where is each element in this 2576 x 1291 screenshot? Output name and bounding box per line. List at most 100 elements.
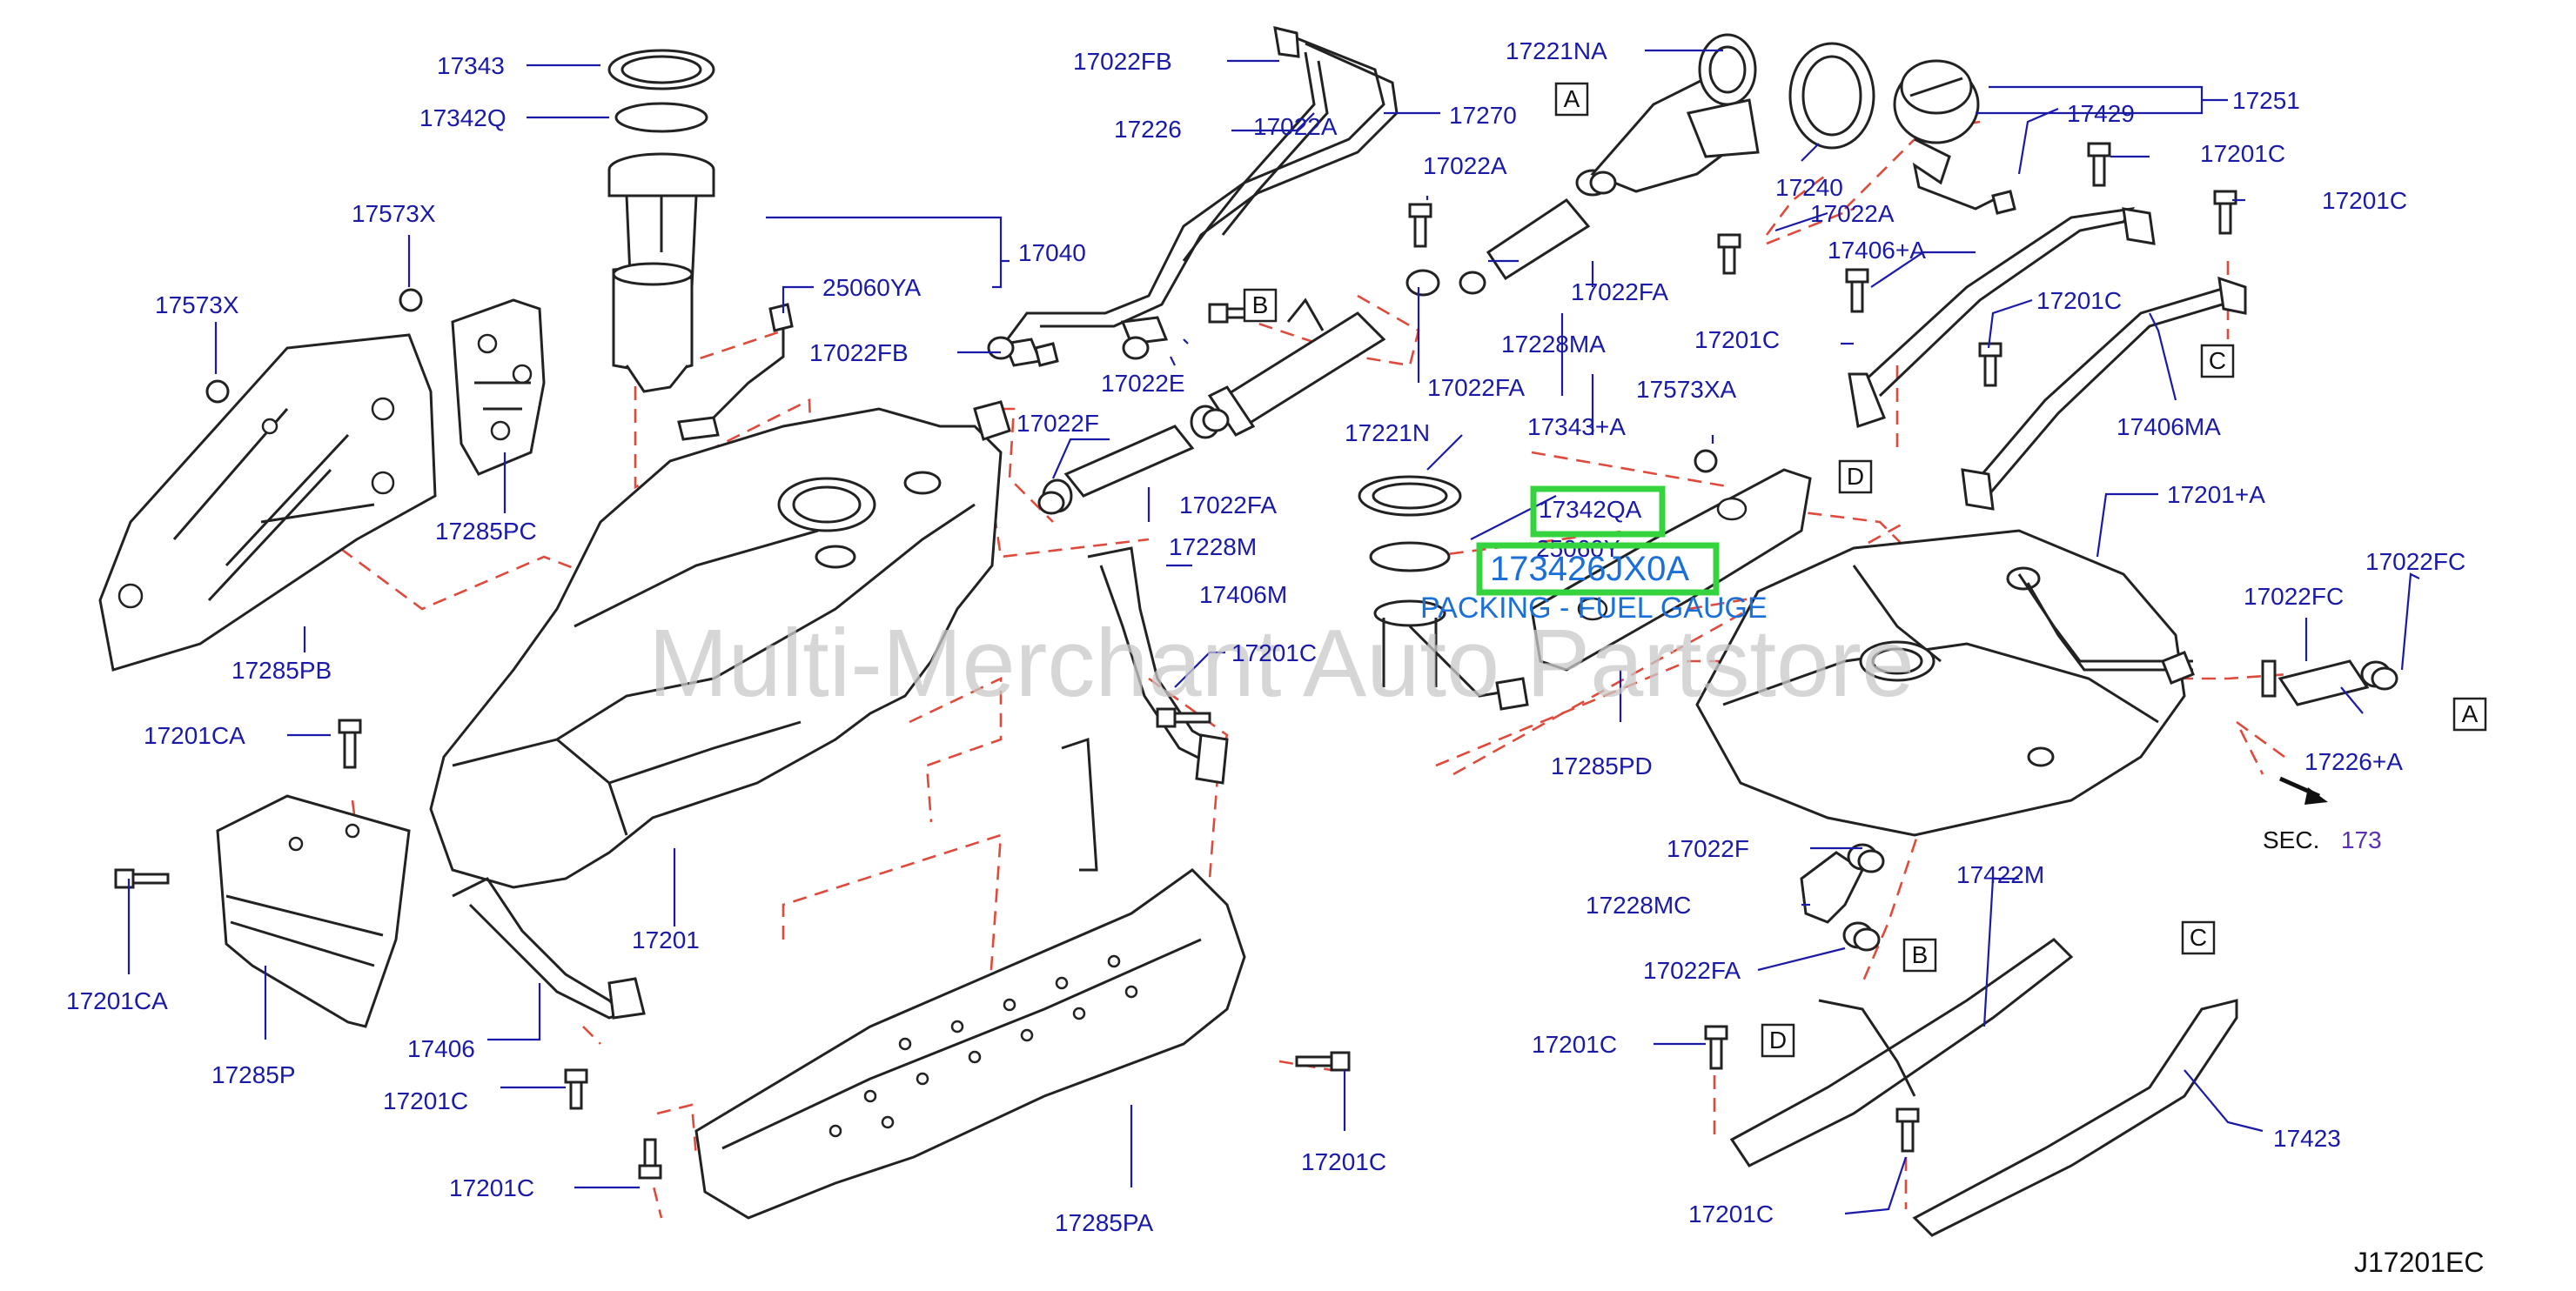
part-label: 17201C	[2036, 287, 2122, 314]
part-label: 17285PD	[1551, 753, 1653, 779]
tether-17429	[1912, 137, 2016, 215]
heat-shield-17285p	[216, 794, 411, 1028]
part-label: 17221NA	[1506, 37, 1607, 64]
part-label: 17573X	[352, 200, 436, 227]
part-label: 17201+A	[2167, 481, 2265, 508]
highlighted-part[interactable]: 173426JX0A PACKING - FUEL GAUGE	[1420, 485, 1768, 625]
highlight-box-part-number	[1476, 542, 1720, 596]
bolt-icon	[1408, 203, 1432, 248]
svg-text:D: D	[1769, 1027, 1787, 1054]
part-label: 17406+A	[1828, 237, 1926, 264]
ref-box-a-right: A	[2452, 697, 2487, 732]
ref-box-d-bottom: D	[1761, 1023, 1795, 1058]
reference-boxes: A B C D A B C D	[1243, 82, 2487, 1058]
highlighted-part-number: 173426JX0A	[1490, 550, 1689, 588]
nut-icon	[1694, 449, 1718, 473]
part-label: 17201C	[383, 1087, 468, 1114]
part-label: 17573X	[155, 291, 239, 318]
part-label: 17270	[1449, 102, 1517, 129]
part-labels: 17343 17342Q 17040 25060YA 17022FB 17573…	[66, 37, 2465, 1236]
ref-box-c-right: C	[2200, 344, 2235, 378]
nut-icon	[399, 288, 423, 312]
fuel-pump-17040	[607, 49, 715, 393]
part-label: 17022F	[1016, 410, 1099, 437]
part-label: 17022A	[1253, 113, 1338, 140]
bolt-icon	[1895, 1107, 1920, 1153]
bolt-icon	[2213, 190, 2237, 235]
part-label: 17429	[2067, 100, 2135, 127]
part-label: 17343+A	[1527, 413, 1626, 440]
part-label: 17201C	[1301, 1148, 1386, 1175]
filler-cap-17251	[1893, 59, 1980, 144]
clamp-icon	[1202, 408, 1230, 432]
bolt-icon	[1845, 268, 1869, 313]
clamp-icon	[2371, 666, 2398, 691]
part-label: 17221N	[1345, 419, 1430, 446]
svg-text:A: A	[2462, 700, 2479, 727]
svg-text:B: B	[1912, 941, 1929, 968]
ref-box-c-bottom: C	[2181, 920, 2216, 955]
bolt-icon	[1717, 233, 1741, 275]
heat-shield-17285pc	[451, 298, 546, 476]
bolt-icon	[564, 1068, 588, 1110]
bolt-icon	[338, 719, 362, 769]
part-label: 17422M	[1956, 861, 2044, 888]
section-reference[interactable]: SEC. 173	[2263, 776, 2382, 853]
part-label: 17285PC	[435, 518, 537, 545]
shield-holes	[828, 954, 1138, 1138]
filler-pipe-17226-17270	[999, 26, 1399, 367]
part-label: 17022F	[1667, 835, 1749, 862]
heat-shield-17285pb	[98, 333, 437, 672]
svg-text:B: B	[1252, 291, 1269, 318]
part-label: 17201C	[449, 1174, 534, 1201]
clamp-icon	[987, 336, 1015, 360]
part-label: 17285P	[211, 1061, 296, 1088]
crossmember-17423	[1912, 999, 2238, 1237]
filler-neck-17221na	[1590, 33, 1760, 193]
clamp-icon	[1857, 849, 1885, 873]
sec-label: SEC.	[2263, 826, 2319, 853]
clamp-icon	[1122, 336, 1150, 360]
ref-box-b-mid: B	[1243, 288, 1278, 323]
bolt-icon	[114, 868, 170, 889]
leader-lines	[127, 49, 2420, 1215]
part-label: 17201C	[2322, 187, 2407, 214]
part-label: 17285PB	[231, 657, 332, 684]
part-label: 17226	[1114, 116, 1182, 143]
part-label: 17251	[2232, 87, 2300, 114]
part-label: 17201CA	[66, 987, 168, 1014]
arrowhead-icon	[2304, 787, 2328, 805]
part-label: 17342Q	[419, 104, 506, 131]
shield-17285pd	[1530, 468, 1812, 672]
clamp-icon	[1853, 927, 1881, 952]
part-label: 17240	[1775, 174, 1843, 201]
part-label: 17022A	[1810, 200, 1895, 227]
clamp-icon	[1459, 271, 1486, 295]
part-label: 17201C	[1694, 326, 1780, 353]
highlight-box-17342qa	[1530, 485, 1666, 538]
part-label: 17406MA	[2116, 413, 2221, 440]
bolt-icon	[1978, 342, 2002, 387]
band-17406ma	[1961, 276, 2247, 511]
part-label: 17022FA	[1571, 278, 1668, 305]
part-label: 17022FA	[1427, 374, 1525, 401]
filler-cap-seal-17240	[1788, 42, 1875, 150]
ref-box-b-bottom: B	[1902, 938, 1937, 973]
filler-tube-17221n	[1207, 269, 1440, 437]
part-label: 17201CA	[144, 722, 245, 749]
part-label: 17022FC	[2244, 583, 2344, 610]
part-label: 17022A	[1423, 152, 1507, 179]
fuel-gauge-sender-25060ya	[677, 303, 794, 441]
sub-fuel-tank-17201a	[1695, 529, 2195, 837]
bolt-icon	[1704, 1025, 1728, 1070]
ref-box-d-right: D	[1838, 459, 1873, 494]
part-label: 17022FB	[1073, 48, 1172, 75]
part-label: 17226+A	[2304, 748, 2403, 775]
part-label: 17228MA	[1501, 331, 1606, 358]
fuel-tank-17201	[429, 400, 1011, 889]
svg-text:D: D	[1847, 463, 1864, 490]
bolt-icon	[1295, 1051, 1351, 1072]
nut-icon	[205, 379, 230, 404]
part-label: 17343	[437, 52, 505, 79]
clamp-icon	[1037, 491, 1065, 515]
